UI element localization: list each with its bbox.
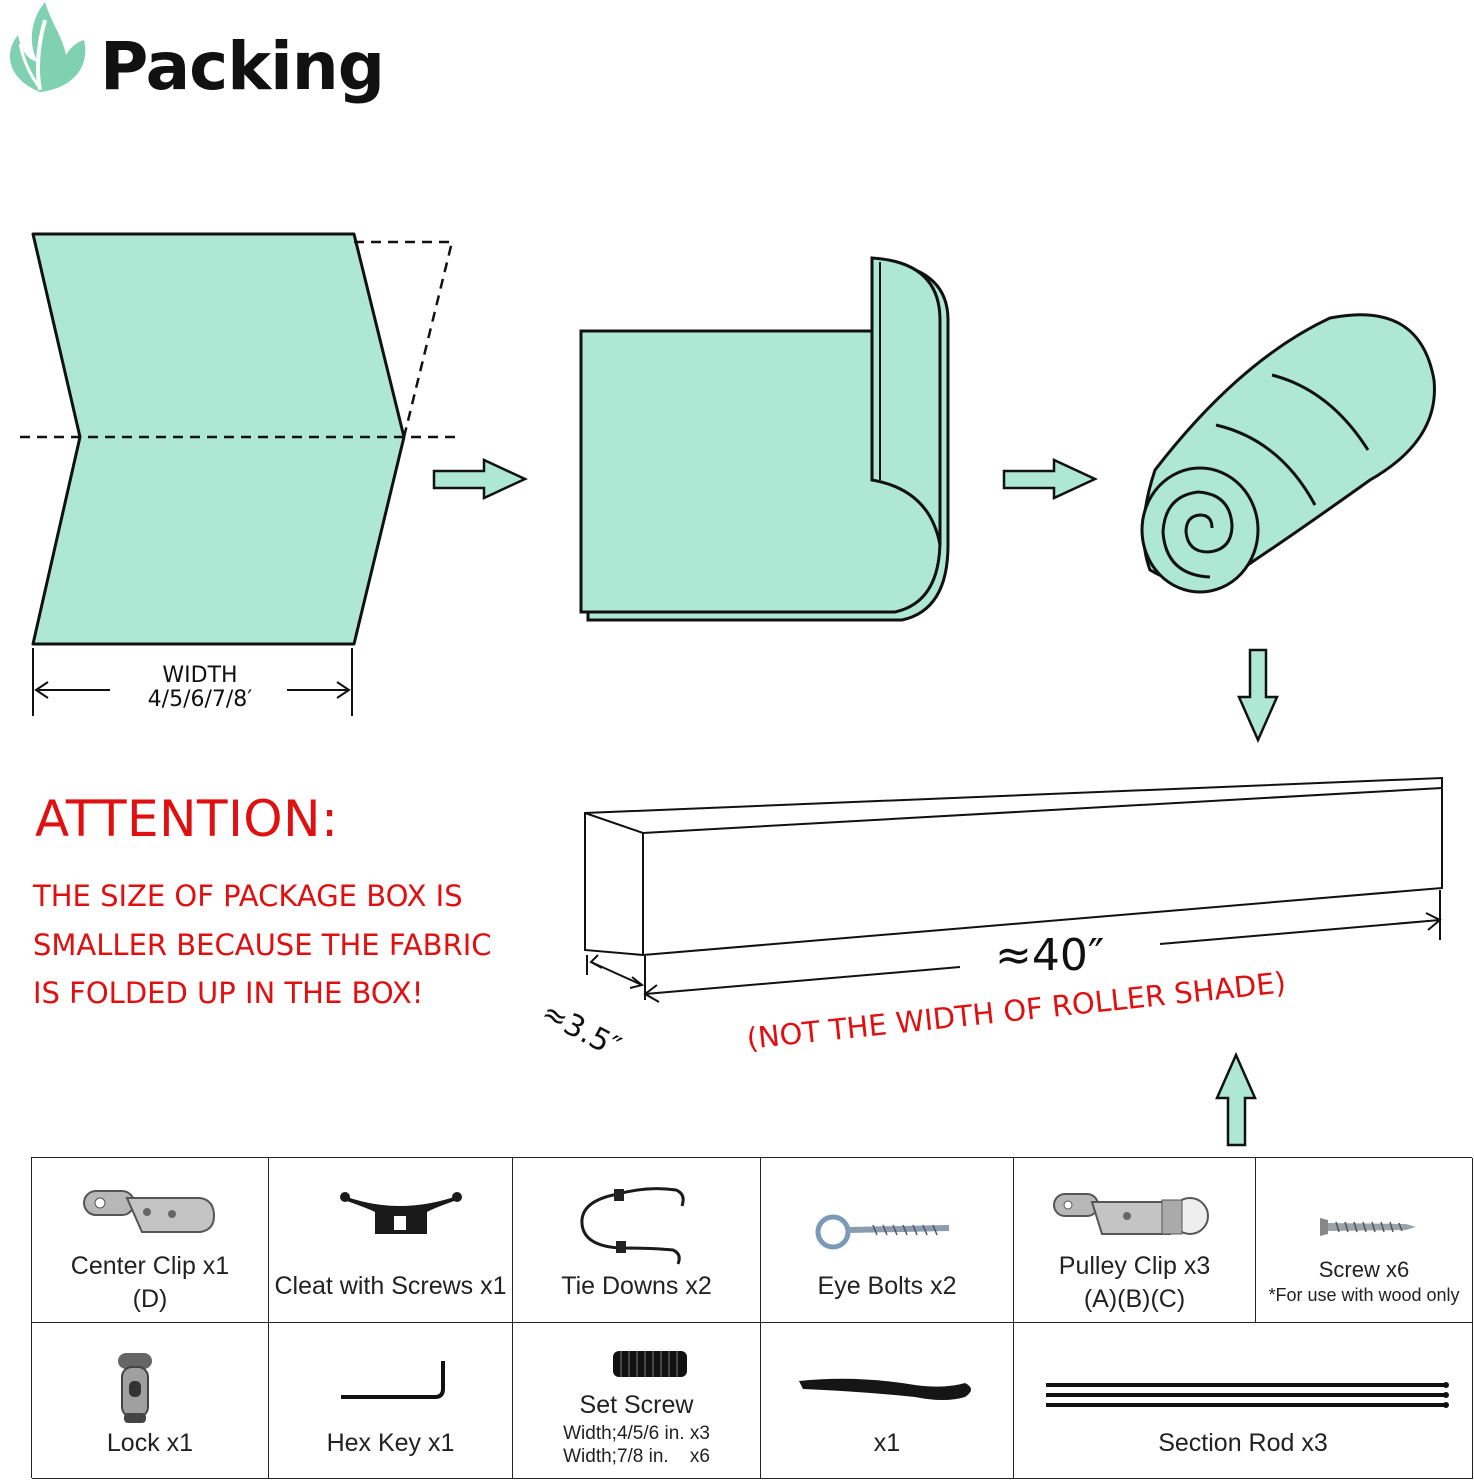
eye-bolt-icon <box>815 1214 950 1250</box>
right-arrow-icon <box>432 458 528 500</box>
width-label-values: 4/5/6/7/8′ <box>147 687 253 712</box>
width-label-title: WIDTH <box>162 663 238 688</box>
cord-lock-icon <box>118 1353 152 1423</box>
parts-table: Center Clip x1 (D) Cleat with Screws x1 … <box>31 1157 1473 1479</box>
center-clip-icon <box>83 1190 216 1233</box>
attention-title: ATTENTION: <box>35 790 339 848</box>
part-eye-bolts: Eye Bolts x2 <box>761 1158 1014 1323</box>
part-label: Hex Key x1 <box>326 1429 455 1457</box>
part-screw: Screw x6 *For use with wood only <box>1256 1158 1473 1323</box>
attention-line: THE SIZE OF PACKAGE BOX IS <box>33 879 463 913</box>
package-box <box>584 776 1443 957</box>
packing-diagram <box>20 232 1443 1147</box>
right-arrow-icon <box>1002 458 1098 500</box>
cord-icon <box>799 1378 971 1400</box>
down-arrow-icon <box>1237 648 1279 744</box>
part-cord: x1 <box>761 1323 1014 1479</box>
pulley-clip-icon <box>1053 1193 1209 1235</box>
part-label: Tie Downs x2 <box>561 1272 712 1300</box>
cleat-icon <box>340 1192 462 1234</box>
page-title: Packing <box>100 28 385 105</box>
part-hex-key: Hex Key x1 <box>269 1323 513 1479</box>
part-center-clip: Center Clip x1 (D) <box>32 1158 269 1323</box>
part-label: Set Screw <box>579 1391 694 1419</box>
part-label: Eye Bolts x2 <box>817 1272 957 1300</box>
part-sub-label: (A)(B)(C) <box>1083 1285 1186 1313</box>
leaf-logo-icon <box>9 2 86 92</box>
bungee-cord-icon <box>580 1187 685 1265</box>
part-lock: Lock x1 <box>32 1323 269 1479</box>
up-arrow-icon <box>1215 1051 1257 1147</box>
part-section-rod: Section Rod x3 <box>1014 1323 1473 1479</box>
width-dimension <box>32 648 353 716</box>
section-rod-icon <box>1046 1382 1449 1408</box>
part-note: *For use with wood only <box>1268 1285 1460 1305</box>
part-label: Section Rod x3 <box>1158 1429 1328 1457</box>
part-set-screw: Set Screw Width;4/5/6 in. x3 Width;7/8 i… <box>513 1323 761 1479</box>
hex-key-icon <box>341 1361 445 1399</box>
width-label: WIDTH 4/5/6/7/8′ <box>120 664 280 712</box>
part-label: Pulley Clip x3 <box>1058 1252 1211 1280</box>
part-label: Center Clip x1 <box>70 1252 230 1280</box>
part-label: Screw x6 <box>1318 1257 1410 1282</box>
box-length-label: ≈40″ <box>995 930 1105 981</box>
rolled-fabric <box>1140 313 1436 594</box>
attention-line: SMALLER BECAUSE THE FABRIC <box>33 927 492 962</box>
set-screw-icon <box>613 1351 687 1377</box>
part-label: x1 <box>873 1429 901 1457</box>
box-dimension-lines <box>586 890 1442 1003</box>
part-sub-label: (D) <box>132 1285 168 1313</box>
part-label: Cleat with Screws x1 <box>274 1272 507 1300</box>
part-tie-downs: Tie Downs x2 <box>513 1158 761 1323</box>
part-label: Lock x1 <box>106 1429 194 1457</box>
part-note: Width;4/5/6 in. x3 Width;7/8 in. x6 <box>563 1423 710 1467</box>
part-pulley-clip: Pulley Clip x3 (A)(B)(C) <box>1014 1158 1256 1323</box>
flat-fabric <box>20 232 458 646</box>
attention-line: IS FOLDED UP IN THE BOX! <box>33 976 424 1010</box>
part-cleat: Cleat with Screws x1 <box>269 1158 513 1323</box>
folded-fabric <box>579 256 950 622</box>
attention-text: THE SIZE OF PACKAGE BOX IS SMALLER BECAU… <box>33 872 492 1018</box>
screw-icon <box>1320 1218 1416 1236</box>
